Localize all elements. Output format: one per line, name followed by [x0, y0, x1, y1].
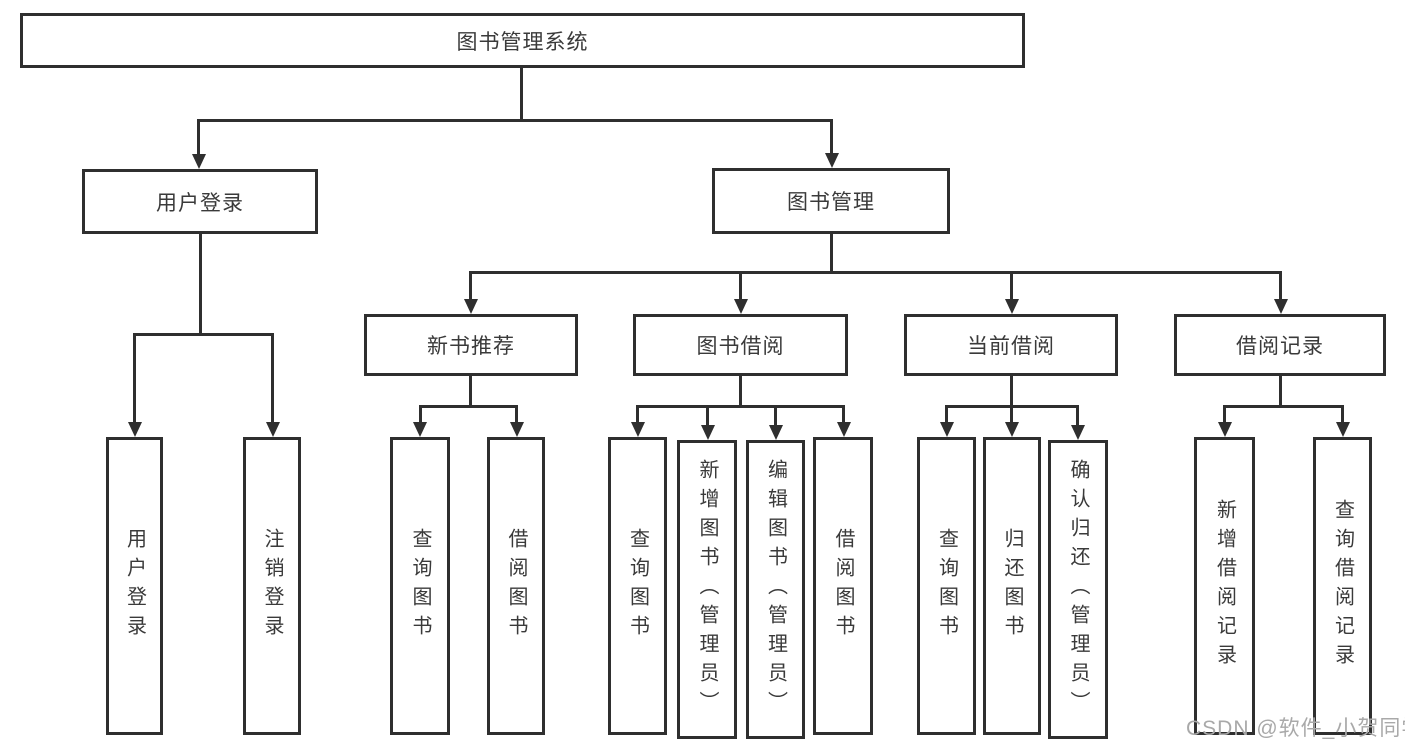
connector-to-book-borrow — [739, 271, 742, 299]
arrowhead-down-icon — [734, 299, 748, 314]
node-label: 借阅图书 — [505, 528, 527, 644]
node-book-management: 图书管理 — [712, 168, 950, 234]
arrowhead-down-icon — [1071, 425, 1085, 440]
arrowhead-down-icon — [266, 422, 280, 437]
connector-level2-horizontal — [469, 271, 1282, 274]
arrowhead-down-icon — [1336, 422, 1350, 437]
node-borrow-record: 借阅记录 — [1174, 314, 1386, 376]
node-label: 图书管理系统 — [456, 30, 589, 54]
connector-level1-horizontal — [197, 119, 833, 122]
node-label: 图书借阅 — [696, 335, 785, 358]
connector-user-login-horizontal — [133, 333, 274, 336]
node-current-borrow: 当前借阅 — [904, 314, 1118, 376]
node-label: 用户登录 — [123, 528, 146, 644]
leaf-add-book-admin: 新增图书（管理员） — [677, 440, 737, 739]
connector-borrow-record-down — [1279, 376, 1282, 408]
connector-to-book-management — [830, 119, 833, 155]
leaf-query-book-borrow: 查询图书 — [608, 437, 667, 735]
node-label: 图书管理 — [787, 191, 875, 214]
arrowhead-down-icon — [413, 422, 427, 437]
connector-to-user-login — [197, 119, 200, 155]
node-root-library-management-system: 图书管理系统 — [20, 13, 1025, 68]
arrowhead-down-icon — [837, 422, 851, 437]
connector-book-management-down — [830, 234, 833, 274]
connector-leaf — [1223, 405, 1226, 423]
leaf-logout: 注销登录 — [243, 437, 301, 735]
leaf-borrow-book-recommend: 借阅图书 — [487, 437, 545, 735]
node-label: 用户登录 — [156, 191, 244, 215]
leaf-query-current-borrow: 查询图书 — [917, 437, 976, 735]
node-label: 新增图书（管理员） — [696, 459, 718, 720]
arrowhead-down-icon — [1218, 422, 1232, 437]
arrowhead-down-icon — [825, 153, 839, 168]
leaf-return-book: 归还图书 — [983, 437, 1041, 735]
connector-root-vertical — [520, 68, 523, 120]
node-label: 新增借阅记录 — [1213, 499, 1236, 673]
connector-leaf — [842, 405, 845, 423]
connector-user-login-down — [199, 234, 202, 336]
node-label: 借阅图书 — [832, 528, 854, 644]
node-label: 借阅记录 — [1236, 335, 1324, 358]
arrowhead-down-icon — [464, 299, 478, 314]
node-user-login: 用户登录 — [82, 169, 318, 234]
connector-current-borrow-down — [1010, 376, 1013, 408]
node-new-book-recommend: 新书推荐 — [364, 314, 578, 376]
connector-book-borrow-down — [739, 376, 742, 408]
node-label: 确认归还（管理员） — [1067, 459, 1089, 720]
connector-leaf — [419, 405, 422, 423]
leaf-edit-book-admin: 编辑图书（管理员） — [746, 440, 805, 739]
connector-new-book-down — [469, 376, 472, 408]
connector-to-current-borrow — [1010, 271, 1013, 299]
node-label: 归还图书 — [1001, 528, 1023, 644]
connector-to-leaf-logout — [271, 333, 274, 423]
connector-leaf — [1010, 405, 1013, 423]
leaf-query-borrow-record: 查询借阅记录 — [1313, 437, 1372, 735]
connector-leaf — [1341, 405, 1344, 423]
node-label: 查询图书 — [935, 528, 958, 644]
node-label: 查询图书 — [409, 528, 431, 644]
connector-leaf — [945, 405, 948, 423]
node-label: 查询图书 — [626, 528, 649, 644]
connector-to-borrow-record — [1279, 271, 1282, 299]
arrowhead-down-icon — [631, 422, 645, 437]
connector-new-book-horizontal — [419, 405, 518, 408]
connector-to-new-book — [469, 271, 472, 299]
node-label: 当前借阅 — [967, 335, 1055, 358]
arrowhead-down-icon — [128, 422, 142, 437]
node-book-borrow: 图书借阅 — [633, 314, 848, 376]
leaf-borrow-book: 借阅图书 — [813, 437, 873, 735]
connector-to-leaf-user-login — [133, 333, 136, 423]
arrowhead-down-icon — [192, 154, 206, 169]
connector-leaf — [515, 405, 518, 423]
leaf-add-borrow-record: 新增借阅记录 — [1194, 437, 1255, 735]
leaf-query-book-recommend: 查询图书 — [390, 437, 450, 735]
node-label: 编辑图书（管理员） — [764, 459, 787, 720]
connector-leaf — [774, 405, 777, 426]
arrowhead-down-icon — [510, 422, 524, 437]
connector-leaf — [706, 405, 709, 426]
connector-book-borrow-horizontal — [636, 405, 844, 408]
arrowhead-down-icon — [701, 425, 715, 440]
arrowhead-down-icon — [1274, 299, 1288, 314]
node-label: 新书推荐 — [427, 335, 515, 358]
leaf-user-login: 用户登录 — [106, 437, 163, 735]
connector-borrow-record-horizontal — [1223, 405, 1344, 408]
arrowhead-down-icon — [1005, 299, 1019, 314]
arrowhead-down-icon — [769, 425, 783, 440]
arrowhead-down-icon — [940, 422, 954, 437]
node-label: 查询借阅记录 — [1331, 499, 1354, 673]
connector-leaf — [636, 405, 639, 423]
connector-leaf — [1076, 405, 1079, 426]
leaf-confirm-return-admin: 确认归还（管理员） — [1048, 440, 1108, 739]
node-label: 注销登录 — [261, 528, 283, 644]
arrowhead-down-icon — [1005, 422, 1019, 437]
csdn-watermark: CSDN @软件_小贺同学 — [1186, 717, 1405, 740]
